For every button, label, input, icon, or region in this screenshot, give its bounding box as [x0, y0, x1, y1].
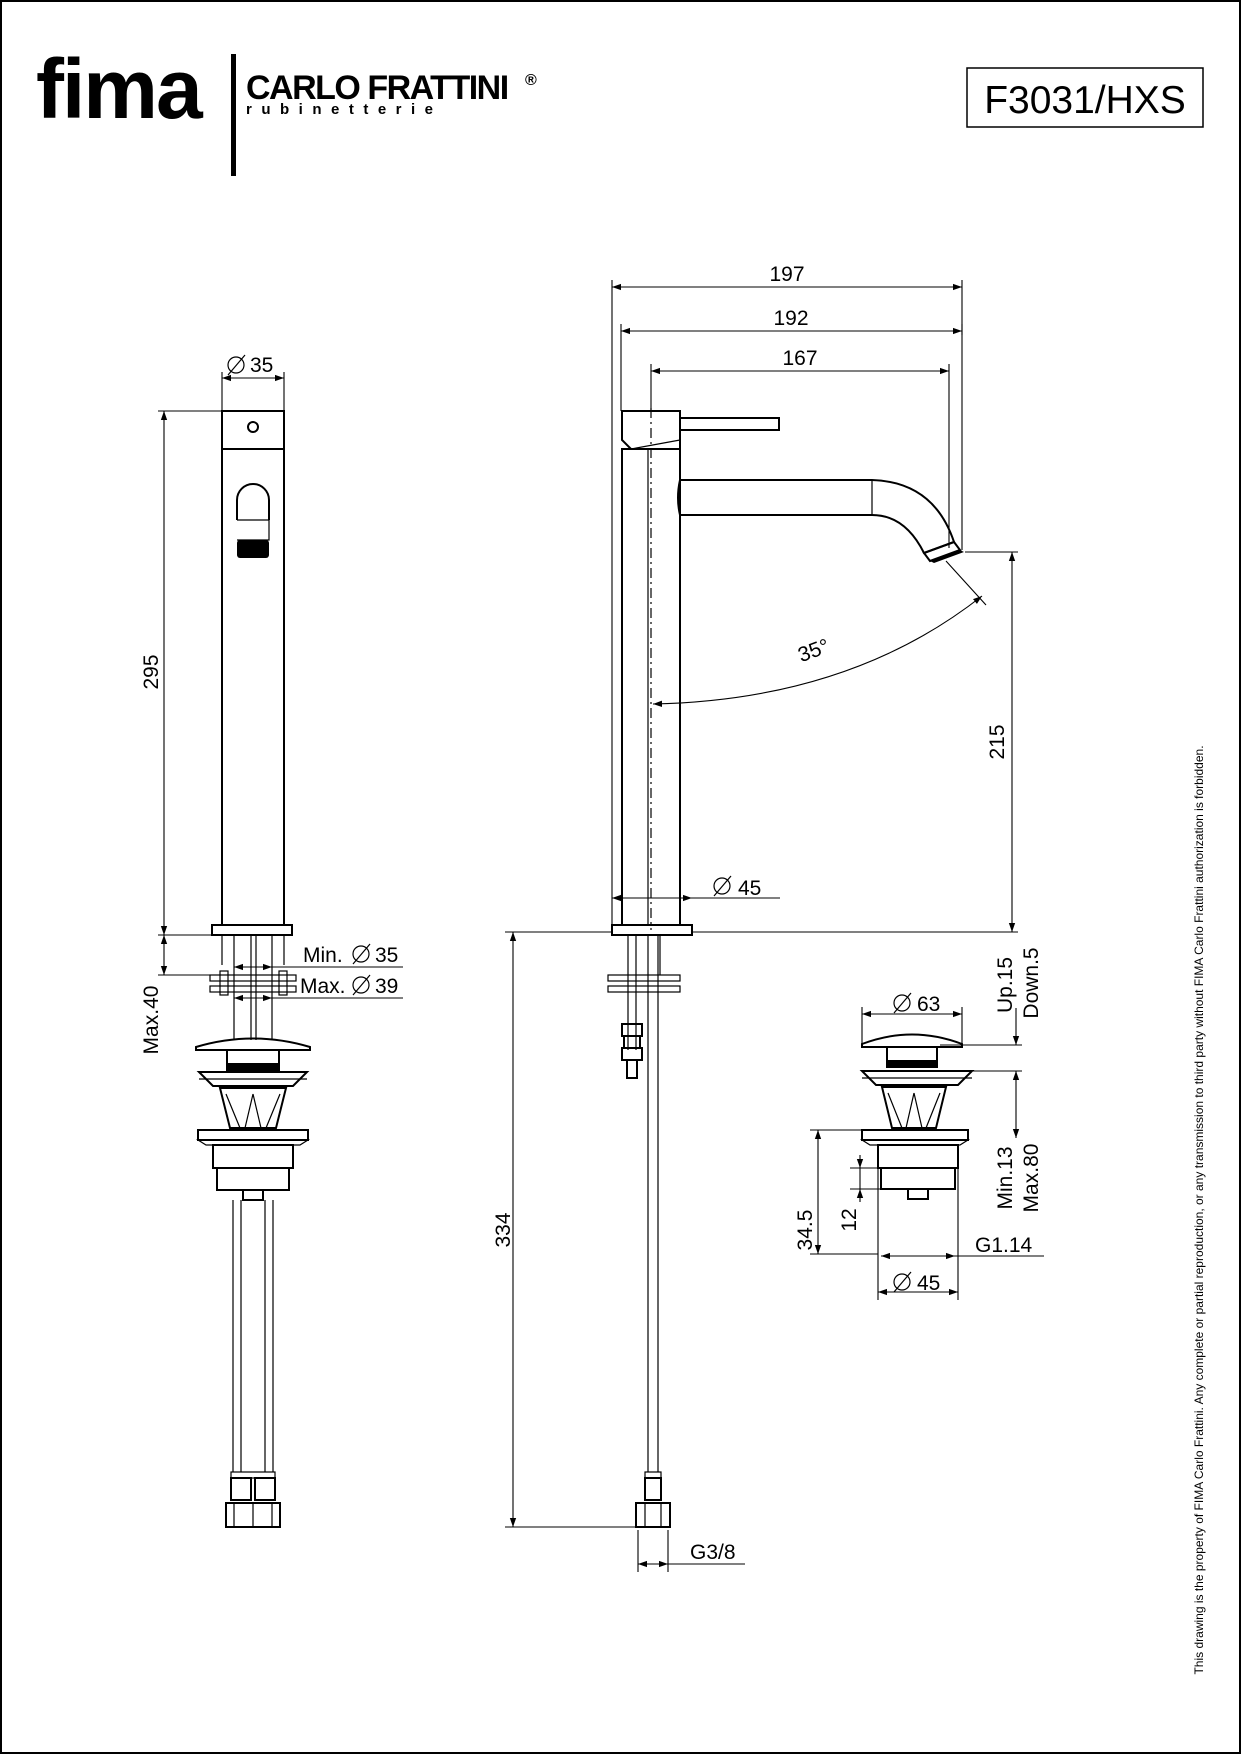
- model-code: F3031/HXS: [984, 79, 1186, 122]
- logo-company: CARLO FRATTINI: [246, 69, 508, 107]
- waste-body-height-label: 34.5: [794, 1210, 817, 1251]
- side-spout: [677, 479, 956, 555]
- front-body: [221, 410, 285, 926]
- waste-travel-up-label: Up.15: [994, 957, 1017, 1013]
- side-spout-height-label: 215: [986, 724, 1009, 759]
- model-code-box: [966, 67, 1204, 128]
- front-hole-min-label: Min.: [303, 944, 343, 967]
- front-deck-max-label: Max.40: [140, 986, 163, 1055]
- side-swivel-angle-label: 35°: [795, 635, 833, 667]
- side-overall-width-label: 197: [769, 263, 804, 286]
- side-dimensions: 197 192 167 35° 215 45 334 G3/: [492, 263, 1018, 1572]
- front-lever-pin: [247, 421, 259, 433]
- logo-divider: [231, 54, 236, 176]
- front-view: [195, 410, 311, 1528]
- brand-logo: fima CARLO FRATTINI ® rubinetterie: [36, 42, 537, 176]
- front-base-ring: [211, 924, 293, 936]
- front-hole-max-value: 39: [375, 975, 398, 998]
- logo-registered-mark: ®: [525, 72, 537, 89]
- front-diameter-top-label: 35: [250, 354, 273, 377]
- side-hose-length-label: 334: [492, 1212, 515, 1247]
- front-hole-max-label: Max.: [300, 975, 346, 998]
- logo-tagline: rubinetterie: [246, 101, 443, 118]
- logo-wordmark: fima: [36, 42, 204, 136]
- side-spout-width-label: 167: [782, 347, 817, 370]
- waste-travel-down-label: Down.5: [1020, 947, 1043, 1018]
- footer-copyright-note: This drawing is the property of FIMA Car…: [1192, 745, 1206, 1674]
- side-view: [607, 408, 964, 1528]
- front-outlet: [236, 483, 270, 520]
- waste-cap-diameter-label: 63: [917, 993, 940, 1016]
- front-hole-min-value: 35: [375, 944, 398, 967]
- side-hose-thread-label: G3/8: [690, 1541, 736, 1564]
- front-dimensions: 35 295 Max.40 Min. 35 Max. 39: [140, 354, 403, 1054]
- waste-basin-max-label: Max.80: [1020, 1144, 1043, 1213]
- side-spout-outer-width-label: 192: [773, 307, 808, 330]
- waste-basin-min-label: Min.13: [994, 1146, 1017, 1209]
- waste-dimensions: 63 Up.15 Down.5 Min.13 Max.80 34.5 12 G1…: [794, 947, 1044, 1300]
- waste-thread-height-label: 12: [838, 1208, 861, 1231]
- waste-thread-label: G1.14: [975, 1234, 1033, 1257]
- side-base-diameter-label: 45: [738, 877, 761, 900]
- side-base-ring: [611, 924, 693, 936]
- side-lever-handle: [679, 417, 780, 431]
- waste-body-diameter-label: 45: [917, 1272, 940, 1295]
- front-waste-cap: [195, 1037, 311, 1051]
- front-body-height-label: 295: [140, 654, 163, 689]
